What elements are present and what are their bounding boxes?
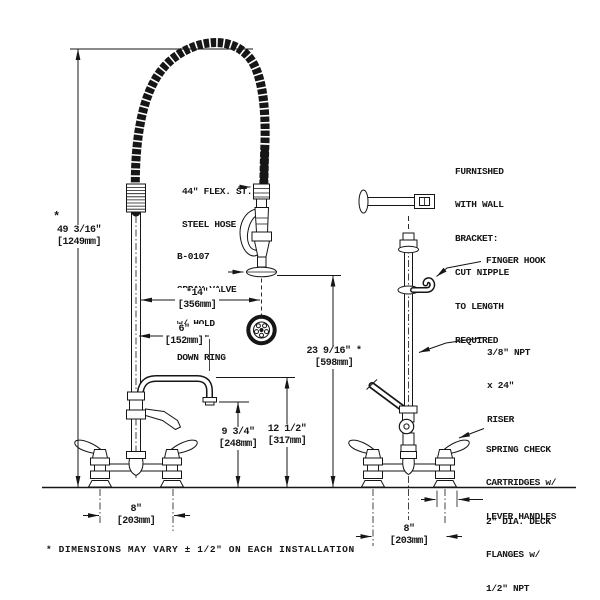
finger-hook-label: FINGER HOOK — [486, 255, 546, 266]
riser-leader — [418, 337, 485, 353]
spray-valve — [239, 198, 277, 278]
finger-hook-leader — [436, 261, 482, 277]
spray-face — [246, 314, 277, 346]
add-on-faucet-body — [126, 391, 182, 431]
finger-hook — [397, 277, 436, 295]
swing-spout — [136, 375, 217, 406]
dim-overall-height: 49 3/16" [1249mm] — [40, 225, 118, 248]
hose-connector — [253, 183, 270, 200]
dim-spout-top-height: 12 1/2" [317mm] — [265, 424, 309, 447]
side-riser-pipe — [404, 252, 413, 406]
side-left-deck-flange — [360, 480, 386, 488]
front-base — [74, 439, 198, 488]
side-view-unit — [348, 189, 470, 520]
side-center-outlet-nozzle — [402, 458, 415, 476]
dim-outlet-height: 9 3/4" [248mm] — [216, 427, 260, 450]
center-outlet-nozzle — [128, 458, 144, 477]
dim-side-inlet-centers: 8" [203mm] — [385, 524, 433, 547]
side-right-deck-flange — [432, 480, 458, 488]
dim-spout-reach: 6" [152mm] — [163, 324, 205, 347]
side-right-leg — [432, 439, 470, 488]
front-inlet-centers-dim — [83, 489, 190, 531]
dim-valve-height: 23 9/16" * [598mm] — [303, 346, 365, 369]
dim-front-inlet-centers: 8" [203mm] — [112, 504, 160, 527]
wall-bracket-nipple — [358, 189, 435, 214]
front-riser-pipe — [131, 212, 141, 452]
check-cartridge-body — [398, 405, 418, 454]
deck-flanges-label: 2" DIA. DECK FLANGES w/ 1/2" NPT FEMALE … — [486, 515, 551, 595]
furnished-note-label: FURNISHED WITH WALL BRACKET: CUT NIPPLE … — [455, 165, 510, 347]
front-right-leg — [159, 439, 198, 488]
right-deck-flange — [159, 480, 185, 488]
flex-hose-label: 44" FLEX. ST. STEEL HOSE — [182, 185, 253, 231]
front-left-leg — [74, 439, 113, 488]
riser-label: 3/8" NPT x 24" RISER — [487, 346, 531, 426]
riser-top-nut — [398, 232, 419, 254]
overall-height-asterisk: * — [53, 210, 61, 224]
spring-check-label: SPRING CHECK CARTRIDGES w/ LEVER HANDLES — [486, 443, 557, 523]
add-on-handle — [145, 408, 182, 431]
side-inlet-centers-dim — [356, 489, 462, 546]
hose-coil-section — [126, 183, 146, 213]
dim-hose-reach: *14" [356mm] — [175, 288, 219, 311]
left-deck-flange — [87, 480, 113, 488]
installation-note: * DIMENSIONS MAY VARY ± 1/2" ON EACH INS… — [46, 544, 355, 555]
swing-nozzle — [366, 379, 407, 412]
front-view-unit — [74, 37, 277, 488]
flange-dia-dim — [421, 490, 483, 507]
spring-check-leader — [458, 428, 485, 439]
side-left-leg — [348, 439, 386, 488]
